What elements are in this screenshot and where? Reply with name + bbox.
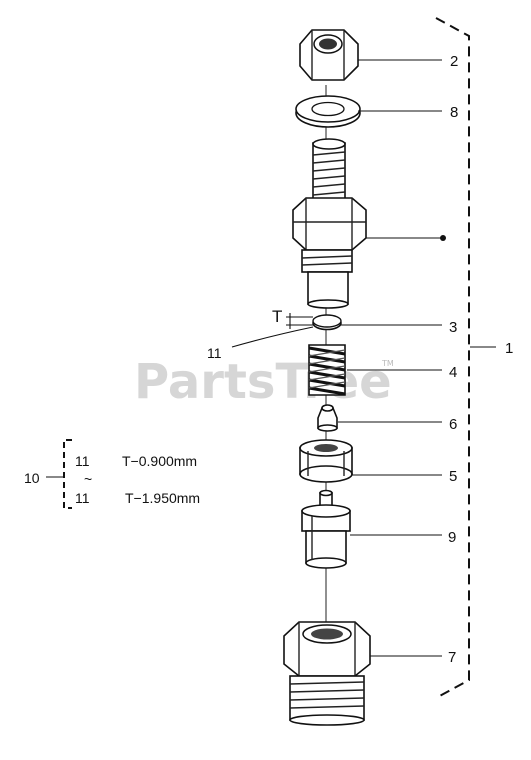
part-2-hex-nut[interactable] [299, 29, 359, 81]
shim-kit-row-1-spec: T−0.900mm [122, 453, 197, 469]
part-8-washer[interactable] [295, 95, 361, 128]
watermark-text: PartsTree [134, 354, 392, 410]
part-6-spring-seat[interactable] [317, 404, 338, 432]
callout-7: 7 [448, 649, 456, 666]
callout-8: 8 [450, 104, 458, 121]
part-4-spring[interactable] [308, 344, 346, 396]
shim-kit-number: 10 [24, 470, 40, 486]
callout-1: 1 [505, 340, 513, 357]
shim-kit-range-symbol: ~ [84, 471, 92, 487]
part-1-injector-body[interactable] [292, 138, 367, 309]
part-11-shim[interactable] [312, 314, 342, 331]
thickness-symbol: T [272, 307, 282, 326]
callout-5: 5 [449, 468, 457, 485]
part-7-retaining-nut[interactable] [283, 621, 371, 726]
callout-9: 9 [448, 529, 456, 546]
watermark-trademark: TM [381, 359, 394, 368]
callout-3: 3 [449, 319, 457, 336]
callout-2: 2 [450, 53, 458, 70]
part-5-spacer[interactable] [299, 439, 353, 483]
shim-kit-row-1-part: 11 [75, 453, 90, 469]
callout-11: 11 [207, 345, 222, 361]
callout-6: 6 [449, 416, 457, 433]
part-9-nozzle[interactable] [301, 489, 351, 569]
shim-kit-row-2-part: 11 [75, 490, 90, 506]
shim-kit-row-2-spec: T−1.950mm [125, 490, 200, 506]
callout-4: 4 [449, 364, 457, 381]
